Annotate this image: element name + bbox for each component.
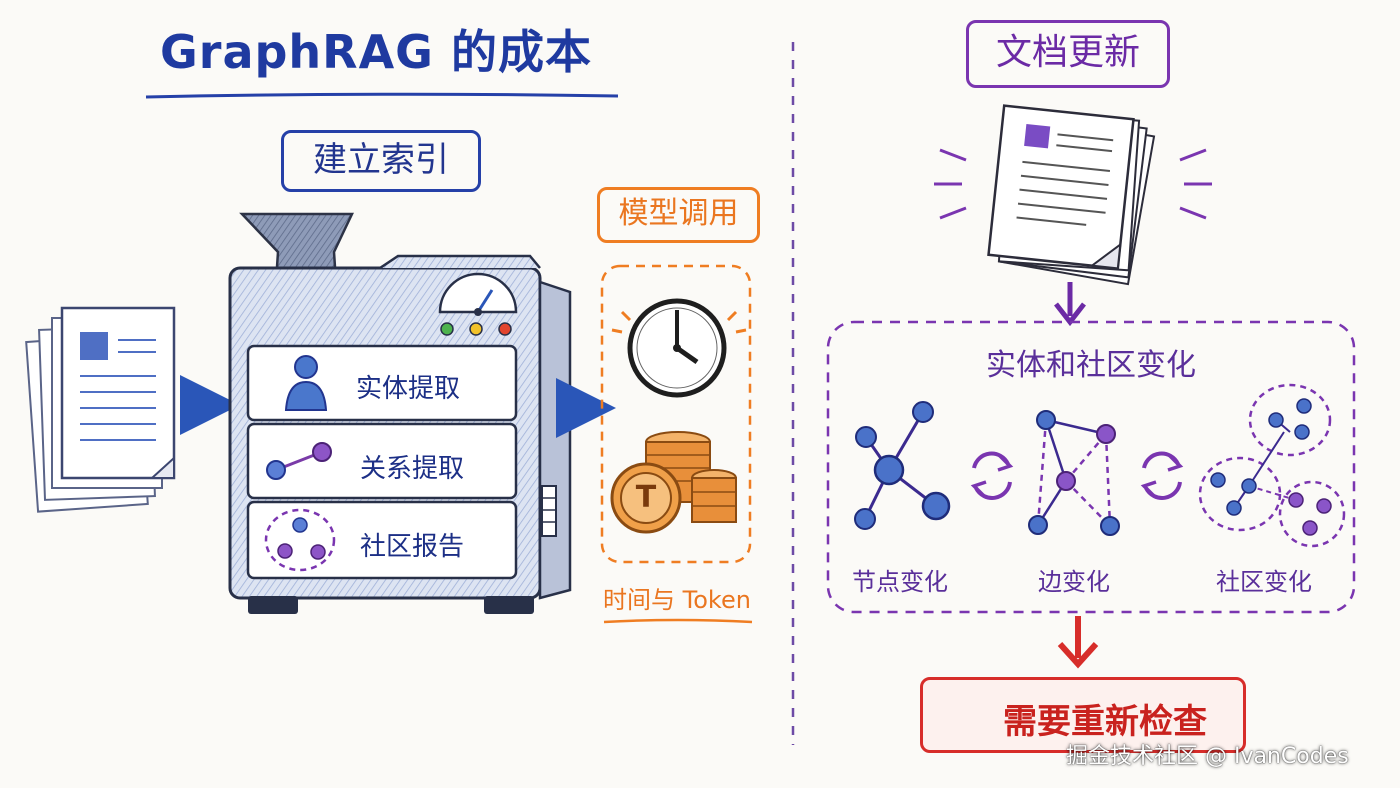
model-call-label: 模型调用 [597,187,760,243]
community-icon [264,508,336,572]
cycle-icon [1140,451,1184,500]
watermark: 掘金技术社区 @ IvanCodes [1066,744,1349,769]
coin-letter: T [635,480,657,515]
edge-graph-icon [1028,410,1120,536]
updated-documents-icon [934,104,1212,286]
step-entity-extraction: 实体提取 [356,374,461,404]
node-graph-icon [854,401,951,530]
recheck-label: 需要重新检查 [1003,702,1207,742]
coin-stack-icon [610,431,737,534]
recheck-box: 需要重新检查 [920,677,1246,753]
person-icon [284,355,328,411]
document-stack-icon [25,306,176,513]
edge-icon [266,442,332,480]
indexing-label: 建立索引 [281,130,481,192]
community-graph-icon [1198,383,1346,548]
changes-title: 实体和社区变化 [986,348,1196,383]
node-change-label: 节点变化 [852,568,948,596]
clock-icon [611,298,747,398]
model-call-box [600,264,752,564]
step-relation-extraction: 关系提取 [360,454,465,484]
title-underline [145,92,619,99]
community-change-label: 社区变化 [1216,568,1312,596]
changes-box [826,320,1356,614]
document-update-label: 文档更新 [966,20,1170,88]
model-call-caption: 时间与 Token [603,586,751,614]
cycle-icon [970,451,1014,500]
page-title: GraphRAG 的成本 [160,25,592,79]
edge-change-label: 边变化 [1038,568,1110,596]
step-community-report: 社区报告 [360,532,465,562]
